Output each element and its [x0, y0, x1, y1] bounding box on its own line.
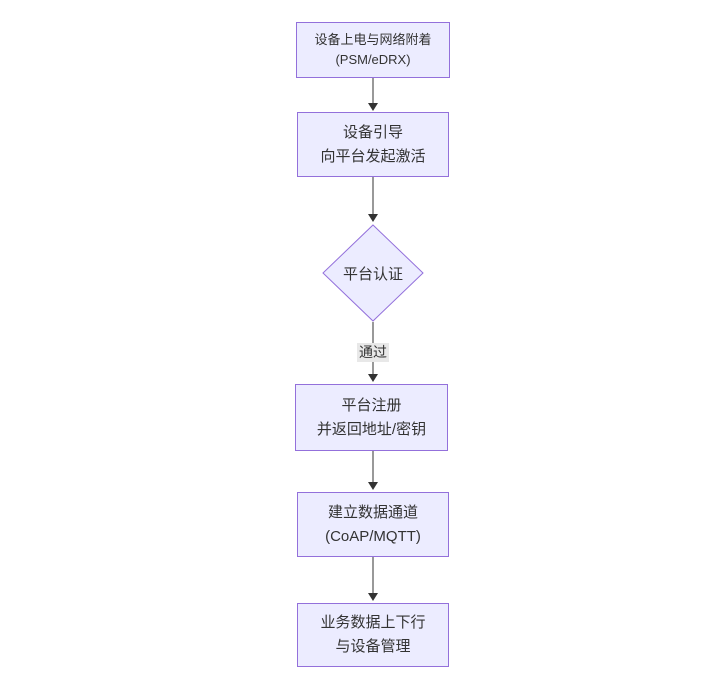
- arrow-down-icon: [368, 482, 378, 490]
- node-label-line: (CoAP/MQTT): [325, 527, 421, 545]
- arrow-down-icon: [368, 374, 378, 382]
- node-bootstrap: 设备引导 向平台发起激活: [297, 112, 449, 177]
- flow-arrow: [368, 78, 378, 111]
- arrow-down-icon: [368, 214, 378, 222]
- node-label-line: 设备引导: [342, 123, 403, 141]
- node-data-channel: 建立数据通道 (CoAP/MQTT): [297, 492, 449, 557]
- node-label-line: 平台认证: [342, 265, 403, 283]
- node-label-line: 向平台发起激活: [320, 147, 426, 165]
- node-power-on: 设备上电与网络附着 (PSM/eDRX): [296, 22, 450, 78]
- arrow-down-icon: [368, 593, 378, 601]
- diamond-shape: [322, 224, 424, 322]
- arrow-down-icon: [368, 103, 378, 111]
- node-label-line: 设备上电与网络附着: [314, 32, 432, 47]
- node-platform-register: 平台注册 并返回地址/密钥: [295, 384, 448, 451]
- node-label-line: 并返回地址/密钥: [316, 420, 427, 438]
- node-label-line: 与设备管理: [335, 638, 411, 655]
- node-platform-auth: 平台认证: [322, 224, 424, 322]
- flow-arrow: [368, 451, 378, 490]
- node-label-line: 建立数据通道: [327, 503, 418, 521]
- node-label-line: 平台注册: [341, 396, 402, 414]
- edge-label-pass: 通过: [357, 343, 389, 362]
- node-label-line: (PSM/eDRX): [335, 52, 411, 67]
- node-label-line: 业务数据上下行: [320, 614, 426, 631]
- flow-arrow: [368, 557, 378, 601]
- node-business-data: 业务数据上下行 与设备管理: [297, 603, 449, 667]
- flow-arrow: [368, 177, 378, 222]
